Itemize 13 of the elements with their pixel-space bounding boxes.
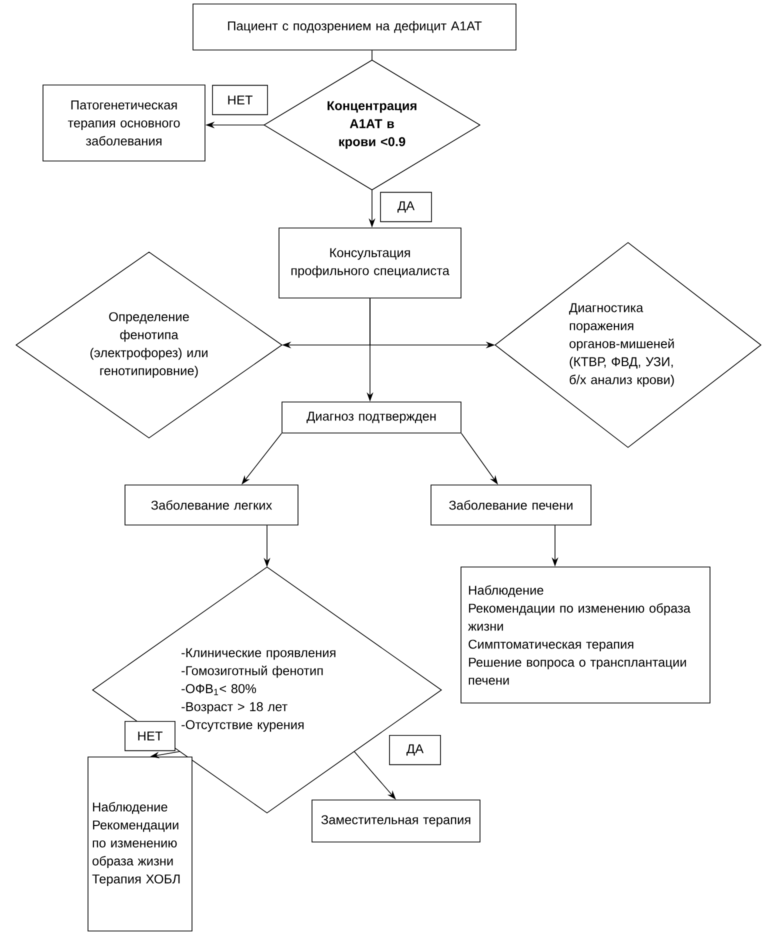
process-box: Консультация профильного специалиста	[278, 228, 462, 298]
process-box: Патогенетическая терапия основного заболевания	[42, 84, 206, 162]
process-box: Заболевание печени	[430, 484, 592, 526]
process-box: Наблюдение Рекомендации по изменению образа жизни Терапия ХОБЛ	[88, 756, 192, 932]
process-box: Заболевание легких	[124, 484, 298, 526]
edge-label: ДА	[380, 192, 432, 222]
process-box: Заместительная терапия	[312, 800, 480, 842]
process-box: Наблюдение Рекомендации по изменению образа жизни Симптоматическая терапия Решение вопроса о трансплантации печени	[460, 566, 710, 704]
edge-label: НЕТ	[212, 84, 268, 116]
process-box: Пациент с подозрением на дефицит А1АТ	[192, 4, 516, 50]
process-box: Диагноз подтвержден	[282, 402, 462, 434]
edge-label: ДА	[389, 734, 441, 766]
edge-label: НЕТ	[124, 720, 176, 752]
